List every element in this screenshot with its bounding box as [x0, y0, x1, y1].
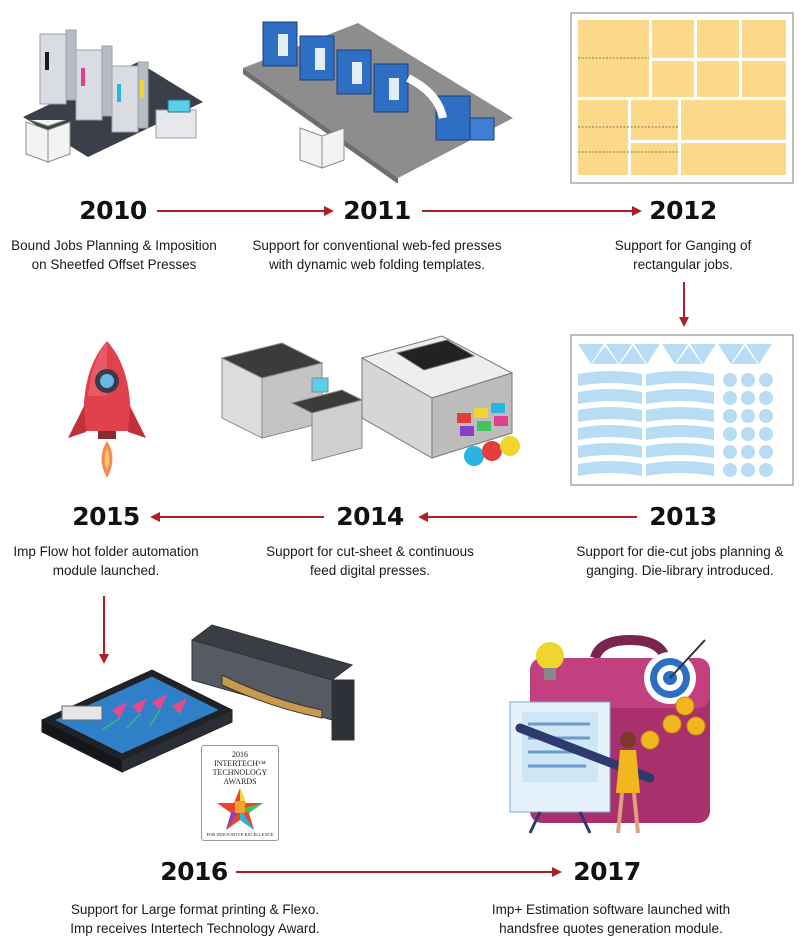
- year-2011: 2011: [343, 196, 411, 225]
- desc-line: Support for Ganging of: [614, 238, 752, 253]
- award-awards: AWARDS: [223, 777, 257, 786]
- estimation-briefcase-icon: [509, 634, 710, 834]
- desc-2012: Support for Ganging of rectangular jobs.: [580, 236, 786, 274]
- year-2014: 2014: [336, 502, 404, 531]
- sheetfed-press-icon: [23, 29, 203, 163]
- desc-2014: Support for cut-sheet & continuous feed …: [240, 542, 500, 580]
- desc-line: feed digital presses.: [309, 563, 431, 578]
- year-2015: 2015: [72, 502, 140, 531]
- desc-line: handsfree quotes generation module.: [499, 921, 723, 936]
- desc-line: Bound Jobs Planning & Imposition: [11, 238, 217, 253]
- desc-line: on Sheetfed Offset Presses: [31, 257, 197, 272]
- desc-line: Imp Flow hot folder automation: [13, 544, 199, 559]
- rocket-icon: [68, 341, 146, 478]
- rectangular-ganging-icon: [570, 12, 794, 184]
- year-2010: 2010: [79, 196, 147, 225]
- digital-press-icon: [220, 329, 520, 466]
- desc-line: ganging. Die-library introduced.: [586, 563, 774, 578]
- award-star-icon: [217, 788, 263, 830]
- desc-line: Support for conventional web-fed presses: [252, 238, 502, 253]
- desc-line: Support for die-cut jobs planning &: [576, 544, 784, 559]
- desc-line: Support for Large format printing & Flex…: [70, 902, 320, 917]
- desc-line: Imp receives Intertech Technology Award.: [70, 921, 320, 936]
- desc-line: rectangular jobs.: [633, 257, 733, 272]
- desc-line: Imp+ Estimation software launched with: [491, 902, 731, 917]
- award-year: 2016: [232, 750, 248, 759]
- desc-line: with dynamic web folding templates.: [268, 257, 486, 272]
- desc-2017: Imp+ Estimation software launched with h…: [466, 900, 756, 938]
- award-footer: FOR INNOVATIVE EXCELLENCE: [206, 832, 274, 837]
- year-2017: 2017: [573, 857, 641, 886]
- award-name: INTERTECH™: [214, 759, 266, 768]
- large-format-printer-icon: [40, 624, 355, 773]
- intertech-award-badge: 2016 INTERTECH™ TECHNOLOGY AWARDS FOR IN…: [201, 745, 279, 841]
- web-fed-press-icon: [243, 21, 513, 183]
- year-2016: 2016: [160, 857, 228, 886]
- desc-line: module launched.: [52, 563, 160, 578]
- desc-2016: Support for Large format printing & Flex…: [40, 900, 350, 938]
- award-technology: TECHNOLOGY: [212, 768, 268, 777]
- desc-line: Support for cut-sheet & continuous: [266, 544, 474, 559]
- desc-2013: Support for die-cut jobs planning & gang…: [560, 542, 800, 580]
- desc-2015: Imp Flow hot folder automation module la…: [0, 542, 212, 580]
- year-2013: 2013: [649, 502, 717, 531]
- desc-2010: Bound Jobs Planning & Imposition on Shee…: [0, 236, 228, 274]
- die-cut-ganging-icon: [570, 334, 794, 486]
- year-2012: 2012: [649, 196, 717, 225]
- desc-2011: Support for conventional web-fed presses…: [232, 236, 522, 274]
